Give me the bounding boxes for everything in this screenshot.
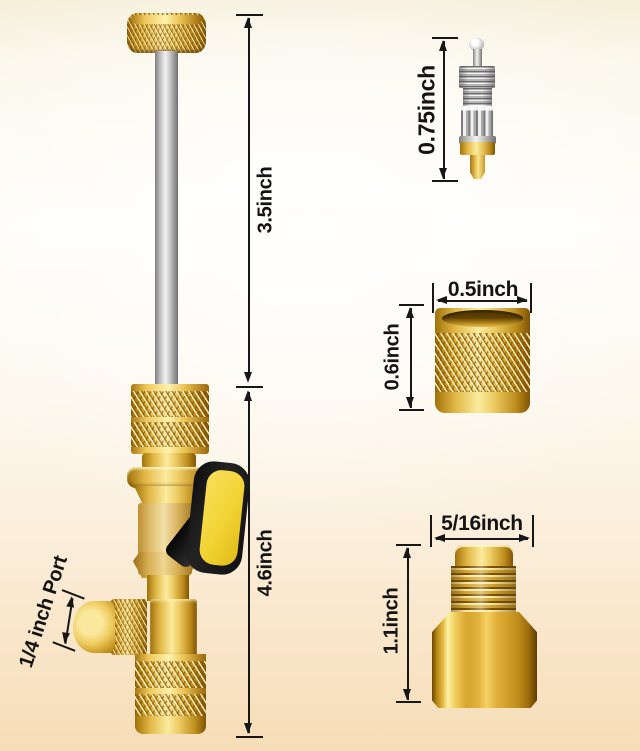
core-collar bbox=[463, 88, 492, 106]
dim-cap-width-tick-left bbox=[432, 283, 434, 313]
brass-adapter bbox=[432, 545, 537, 708]
dim-cap-width-tick-right bbox=[530, 283, 532, 313]
dim-port-arrow-down-icon bbox=[60, 632, 71, 645]
dim-adapter-height-arrow-down-icon bbox=[403, 689, 411, 700]
tool-neck-taper bbox=[134, 486, 204, 505]
dim-core-tick-top bbox=[432, 37, 458, 39]
tool-knurled-coupling bbox=[131, 384, 209, 454]
adapter-threaded-section bbox=[451, 566, 516, 614]
dim-adapter-width-tick-left bbox=[430, 515, 432, 547]
dim-core-tick-bottom bbox=[432, 180, 458, 182]
dim-cap-height-tick-top bbox=[399, 304, 424, 306]
tool-tee-junction bbox=[150, 599, 197, 657]
core-body-ring bbox=[459, 136, 496, 144]
tool-flange bbox=[127, 467, 211, 488]
dim-body-line bbox=[248, 392, 250, 733]
dim-adapter-height-label: 1.1inch bbox=[380, 587, 403, 655]
coupling-rim-top bbox=[131, 384, 209, 392]
tool-lower-cylinder bbox=[147, 575, 189, 601]
dim-body-label: 4.6inch bbox=[254, 529, 277, 597]
core-threaded-head bbox=[459, 66, 495, 88]
coupler-knurled-band-2 bbox=[135, 694, 206, 718]
dim-body-arrow-down-icon bbox=[244, 723, 252, 734]
dim-cap-height-label: 0.6inch bbox=[381, 323, 404, 391]
dim-adapter-height-tick-bottom bbox=[396, 701, 421, 703]
dim-core-line bbox=[443, 41, 445, 179]
core-brass-tip bbox=[470, 155, 485, 179]
adapter-top-cap bbox=[455, 545, 513, 568]
coupler-rim-top bbox=[135, 654, 206, 662]
coupling-rim-middle bbox=[131, 417, 209, 423]
tool-collar bbox=[142, 453, 196, 469]
port-cap-face bbox=[73, 601, 115, 653]
dim-adapter-width-line bbox=[436, 538, 528, 540]
cap-opening bbox=[442, 310, 523, 327]
valve-core bbox=[440, 30, 510, 190]
dim-body-tick-top bbox=[236, 386, 263, 388]
adapter-hex-body bbox=[432, 612, 537, 708]
coupling-knurled-band-2 bbox=[131, 422, 209, 448]
coupler-knurled-band-1 bbox=[135, 661, 206, 689]
brass-cap bbox=[435, 308, 530, 413]
dim-cap-width-label: 0.5inch bbox=[447, 278, 519, 301]
tool-steel-shaft bbox=[155, 51, 178, 391]
tool-handle bbox=[184, 459, 252, 577]
cap-bottom-ring bbox=[435, 392, 530, 413]
tool-bottom-coupler bbox=[135, 654, 206, 734]
dim-adapter-width-label: 5/16inch bbox=[441, 512, 523, 535]
dim-shaft-label: 3.5inch bbox=[254, 166, 277, 234]
coupling-knurled-band-1 bbox=[131, 391, 209, 418]
dim-body-tick-bottom bbox=[236, 736, 263, 738]
tool-top-knob bbox=[127, 13, 206, 53]
dim-shaft-arrow-down-icon bbox=[244, 372, 252, 383]
cap-knurled-band bbox=[435, 333, 530, 394]
tool-handle-yellow-inlay bbox=[198, 468, 246, 568]
dim-adapter-width-arrow-right-icon bbox=[519, 534, 530, 542]
dim-adapter-height-tick-top bbox=[396, 544, 421, 546]
coupler-rim-middle bbox=[135, 688, 206, 695]
port-knurled-band bbox=[111, 599, 147, 655]
coupling-rim-bottom bbox=[131, 447, 209, 454]
core-brass-ring bbox=[460, 142, 495, 155]
dim-cap-height-line bbox=[410, 308, 412, 408]
valve-core-remover-tool bbox=[73, 13, 252, 734]
dim-adapter-width-tick-right bbox=[532, 515, 534, 547]
coupler-base-ring bbox=[135, 716, 206, 734]
tool-top-knob-rim bbox=[131, 15, 202, 24]
dim-cap-width-arrow-right-icon bbox=[517, 296, 528, 304]
dim-adapter-height-line bbox=[407, 548, 409, 700]
core-pin-stem bbox=[473, 49, 482, 71]
dim-core-arrow-down-icon bbox=[439, 168, 447, 179]
dim-shaft-line bbox=[248, 18, 250, 373]
core-body bbox=[459, 106, 496, 144]
dim-shaft-tick-top bbox=[236, 14, 263, 16]
dim-cap-height-arrow-down-icon bbox=[406, 397, 414, 408]
core-pin-ball bbox=[469, 38, 484, 51]
dim-core-label: 0.75inch bbox=[413, 65, 440, 155]
dim-cap-height-tick-bottom bbox=[399, 409, 424, 411]
cap-top-ring bbox=[435, 308, 530, 335]
dim-cap-width-line bbox=[438, 300, 527, 302]
